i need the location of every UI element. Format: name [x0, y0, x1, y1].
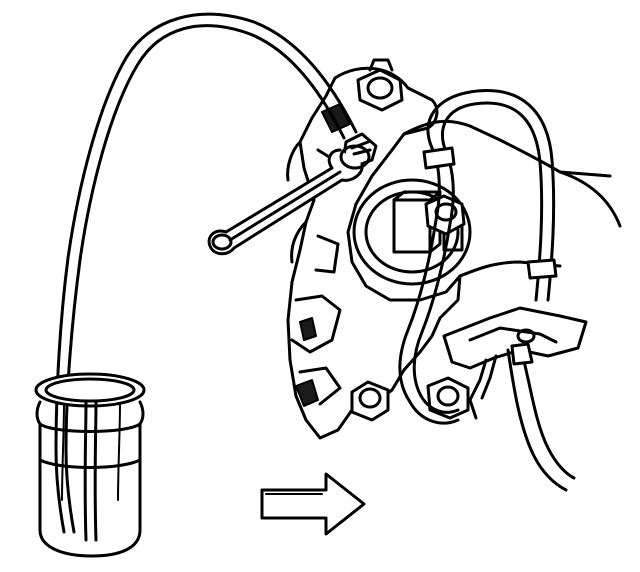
hose-bracket	[442, 306, 588, 420]
caliper-mounting-bolt-lower	[350, 376, 470, 422]
box-end-wrench	[207, 144, 371, 256]
caliper-mounting-bolt-upper	[356, 58, 404, 112]
direction-arrow	[260, 472, 366, 536]
bleeder-hose	[54, 12, 358, 534]
drain-container	[34, 372, 146, 558]
brake-hose	[398, 89, 558, 425]
brake-line	[506, 342, 576, 492]
brake-caliper	[286, 66, 622, 440]
